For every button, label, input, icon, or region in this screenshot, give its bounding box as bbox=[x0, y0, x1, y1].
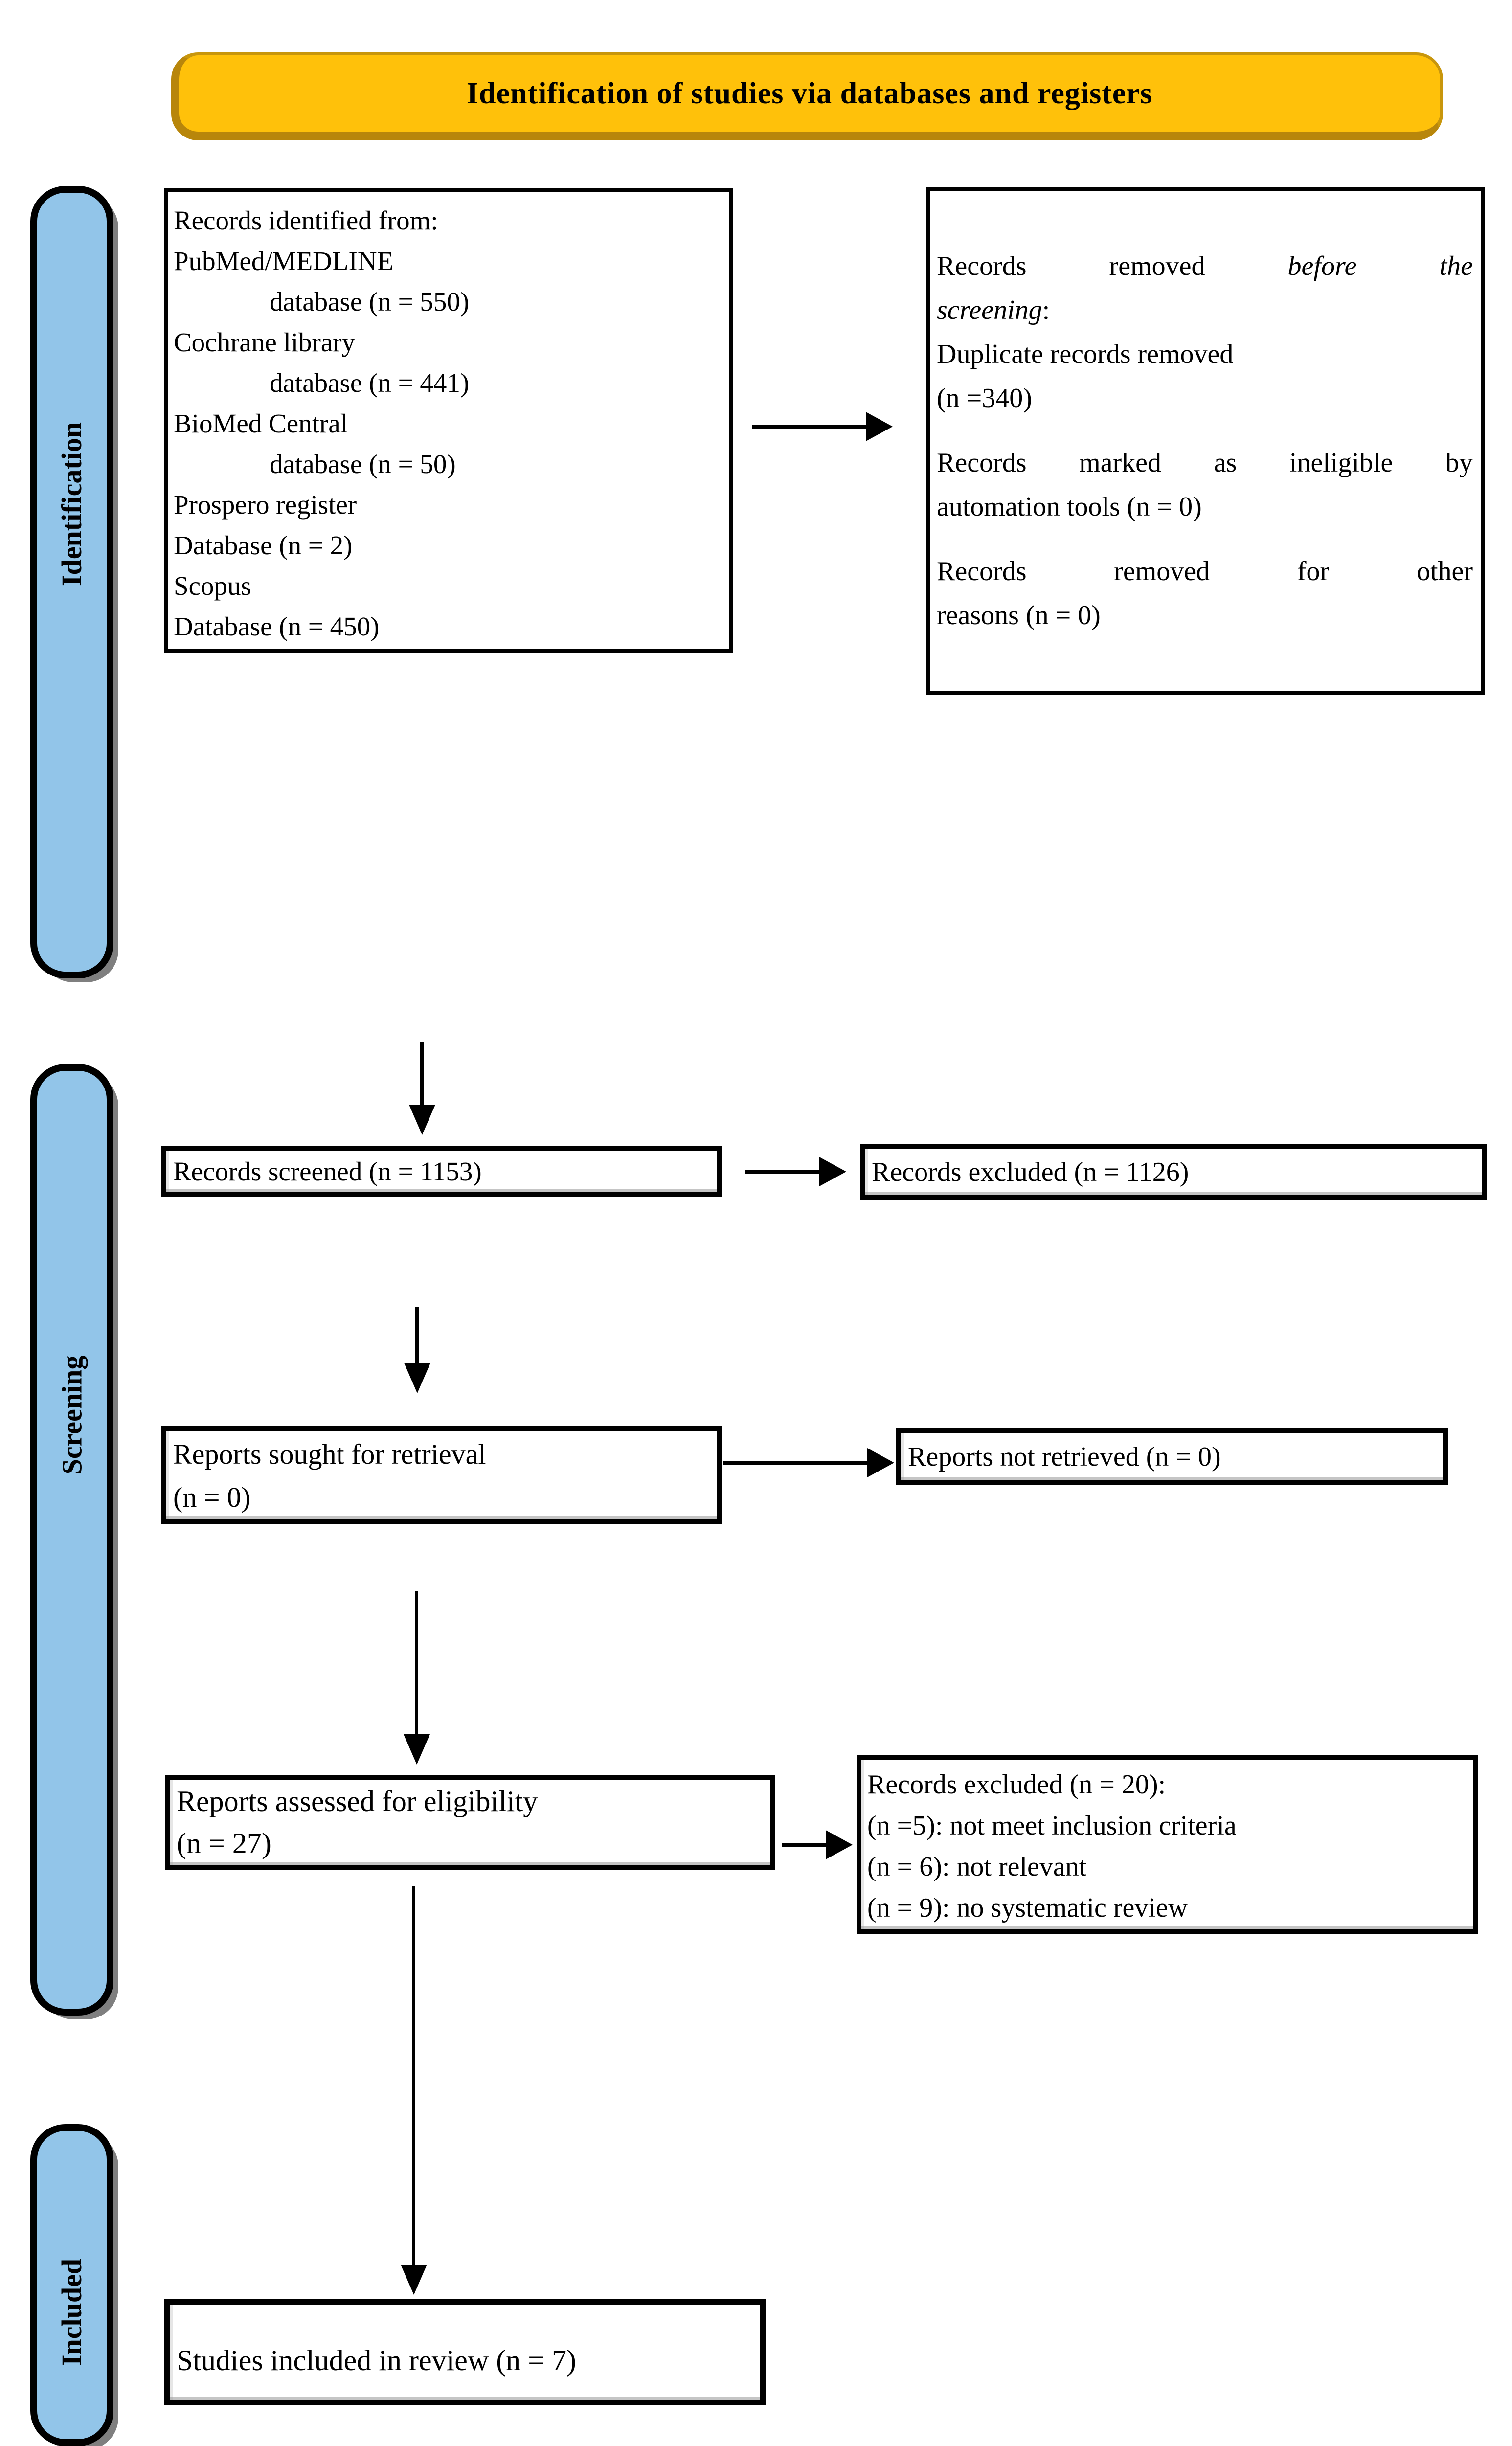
identified-line: Records identified from: bbox=[174, 205, 438, 235]
box-reports-assessed: Reports assessed for eligibility (n = 27… bbox=[165, 1775, 775, 1870]
removed-heading-colon: : bbox=[1042, 295, 1050, 325]
removed-heading: Records removed before the screening: bbox=[937, 244, 1473, 332]
box-records-excluded: Records excluded (n = 1126) bbox=[860, 1144, 1487, 1200]
removed-heading-italic2: screening bbox=[937, 295, 1042, 325]
arrow-head-icon bbox=[826, 1830, 853, 1859]
identified-line: PubMed/MEDLINE bbox=[174, 246, 394, 276]
identified-line: Prospero register bbox=[174, 490, 357, 520]
arrow-head-icon bbox=[409, 1105, 435, 1135]
stage-bar-included: Included bbox=[30, 2124, 113, 2446]
box-studies-included: Studies included in review (n = 7) bbox=[164, 2299, 766, 2405]
removed-heading-normal: Records removed bbox=[937, 251, 1288, 281]
removed-heading-italic: before the bbox=[1287, 251, 1473, 281]
banner-identification-via-databases: Identification of studies via databases … bbox=[171, 52, 1443, 140]
arrow-head-icon bbox=[401, 2265, 427, 2295]
stage-label-included: Included bbox=[56, 2258, 88, 2366]
identified-line: Database (n = 450) bbox=[174, 612, 380, 641]
box-records-excluded-reasons: Records excluded (n = 20): (n =5): not m… bbox=[857, 1755, 1478, 1934]
identified-line: Scopus bbox=[174, 571, 251, 601]
identified-line: Cochrane library bbox=[174, 327, 356, 357]
box-reports-not-retrieved: Reports not retrieved (n = 0) bbox=[896, 1428, 1448, 1485]
removed-automation: Records marked as ineligible by automati… bbox=[937, 448, 1473, 522]
removed-duplicates: Duplicate records removed (n =340) bbox=[937, 339, 1234, 413]
removed-other-reasons: Records removed for other reasons (n = 0… bbox=[937, 556, 1473, 631]
arrow-head-icon bbox=[819, 1157, 846, 1186]
stage-label-identification: Identification bbox=[56, 422, 88, 586]
identified-line: Database (n = 2) bbox=[174, 530, 353, 560]
arrow-head-icon bbox=[866, 412, 893, 441]
box-records-identified: Records identified from: PubMed/MEDLINE … bbox=[164, 188, 733, 653]
arrow-head-icon bbox=[404, 1734, 430, 1765]
identified-line: database (n = 550) bbox=[270, 287, 470, 317]
banner-title: Identification of studies via databases … bbox=[466, 76, 1153, 110]
box-records-screened: Records screened (n = 1153) bbox=[161, 1146, 722, 1197]
stage-bar-screening: Screening bbox=[30, 1064, 113, 2016]
identified-line: BioMed Central bbox=[174, 408, 348, 438]
arrow-head-icon bbox=[867, 1448, 894, 1477]
arrow-head-icon bbox=[404, 1363, 430, 1393]
box-records-removed-before-screening: Records removed before the screening: Du… bbox=[926, 187, 1485, 695]
identified-line: database (n = 50) bbox=[270, 449, 456, 479]
stage-label-screening: Screening bbox=[56, 1355, 88, 1475]
stage-bar-identification: Identification bbox=[30, 186, 113, 978]
box-reports-sought: Reports sought for retrieval (n = 0) bbox=[161, 1426, 722, 1524]
identified-line: database (n = 441) bbox=[270, 368, 470, 398]
